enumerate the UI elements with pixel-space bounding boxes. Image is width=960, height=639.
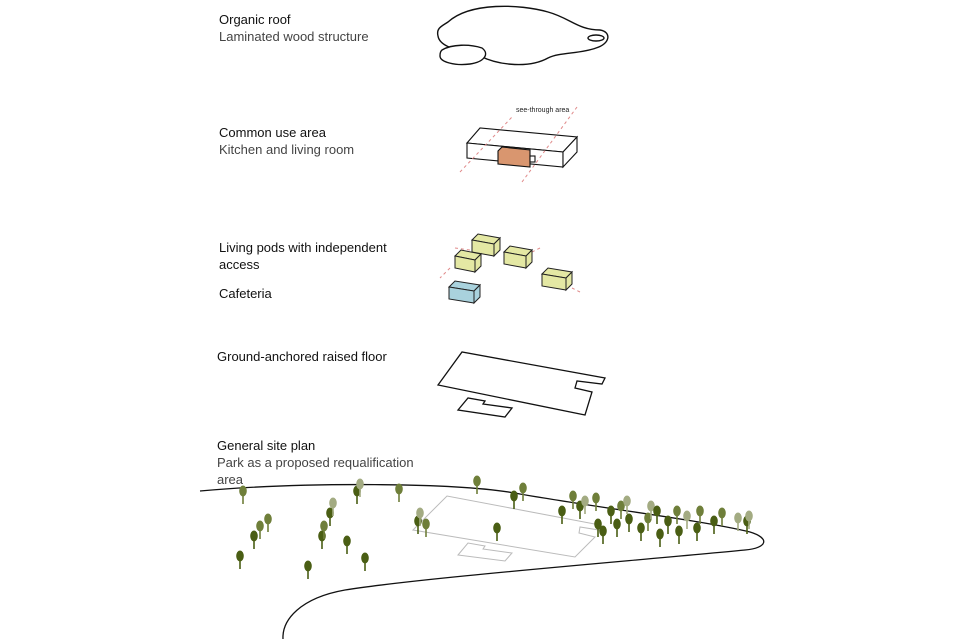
tree-icon (693, 522, 701, 541)
tree-icon (673, 505, 681, 524)
tree-icon (356, 478, 364, 497)
tree-icon (623, 495, 631, 514)
tree-icon (236, 550, 244, 569)
tree-icon (647, 500, 655, 519)
common-area-title: Common use area (219, 125, 326, 140)
site-plan-title: General site plan (217, 438, 316, 453)
tree-icon (422, 518, 430, 537)
tree-icon (617, 500, 625, 519)
tree-icon (304, 560, 312, 579)
tree-icon (326, 507, 334, 526)
tree-icon (683, 510, 691, 529)
tree-icon (594, 518, 602, 537)
tree-icon (519, 482, 527, 501)
tree-icon (343, 535, 351, 554)
tree-icon (493, 522, 501, 541)
see-through-annotation: see-through area (516, 107, 570, 114)
site-plan-drawing (199, 483, 765, 639)
living-pods-drawing (447, 233, 574, 305)
tree-icon (625, 513, 633, 532)
tree-icon (329, 497, 337, 516)
tree-icon (644, 512, 652, 531)
tree-icon (473, 475, 481, 494)
tree-icon (395, 483, 403, 502)
kitchen-block (497, 146, 531, 168)
tree-icon (637, 522, 645, 541)
roof-title: Organic roof (219, 12, 291, 27)
tree-icon (416, 507, 424, 526)
tree-icon (710, 515, 718, 534)
see-through-arrows (439, 106, 581, 293)
common-area-subtitle: Kitchen and living room (219, 142, 355, 157)
cafeteria-label: Cafeteria (219, 286, 272, 301)
access-arrow (527, 247, 541, 255)
park-trees (236, 475, 753, 579)
dashed-arrow (459, 116, 513, 173)
site-plan-subtitle: Park as a proposed requalification area (217, 455, 414, 487)
tree-icon (569, 490, 577, 509)
tree-icon (250, 530, 258, 549)
living-pod (453, 249, 483, 274)
tree-icon (664, 515, 672, 534)
tree-icon (613, 518, 621, 537)
access-arrow (454, 247, 471, 251)
tree-icon (734, 512, 742, 531)
floor-title: Ground-anchored raised floor (217, 349, 387, 364)
tree-icon (718, 507, 726, 526)
tree-icon (264, 513, 272, 532)
tree-icon (653, 505, 661, 524)
tree-icon (256, 520, 264, 539)
tree-icon (581, 495, 589, 514)
pods-title: Living pods with independent access (219, 240, 387, 272)
tree-icon (558, 505, 566, 524)
tree-icon (696, 505, 704, 524)
tree-icon (607, 505, 615, 524)
tree-icon (599, 525, 607, 544)
tree-icon (745, 510, 753, 529)
tree-icon (239, 485, 247, 504)
tree-icon (592, 492, 600, 511)
organic-roof-drawing (436, 5, 609, 66)
living-pod (470, 233, 502, 258)
tree-icon (675, 525, 683, 544)
tree-icon (320, 520, 328, 539)
access-arrow (571, 287, 581, 293)
roof-subtitle: Laminated wood structure (219, 29, 369, 44)
access-arrow (439, 267, 451, 279)
living-pod (540, 267, 574, 292)
tree-icon (510, 490, 518, 509)
tree-icon (656, 528, 664, 547)
raised-floor-drawing (436, 351, 606, 418)
tree-icon (361, 552, 369, 571)
living-pod (502, 245, 534, 270)
common-use-box-drawing (465, 127, 579, 169)
cafeteria-pod (447, 280, 482, 305)
